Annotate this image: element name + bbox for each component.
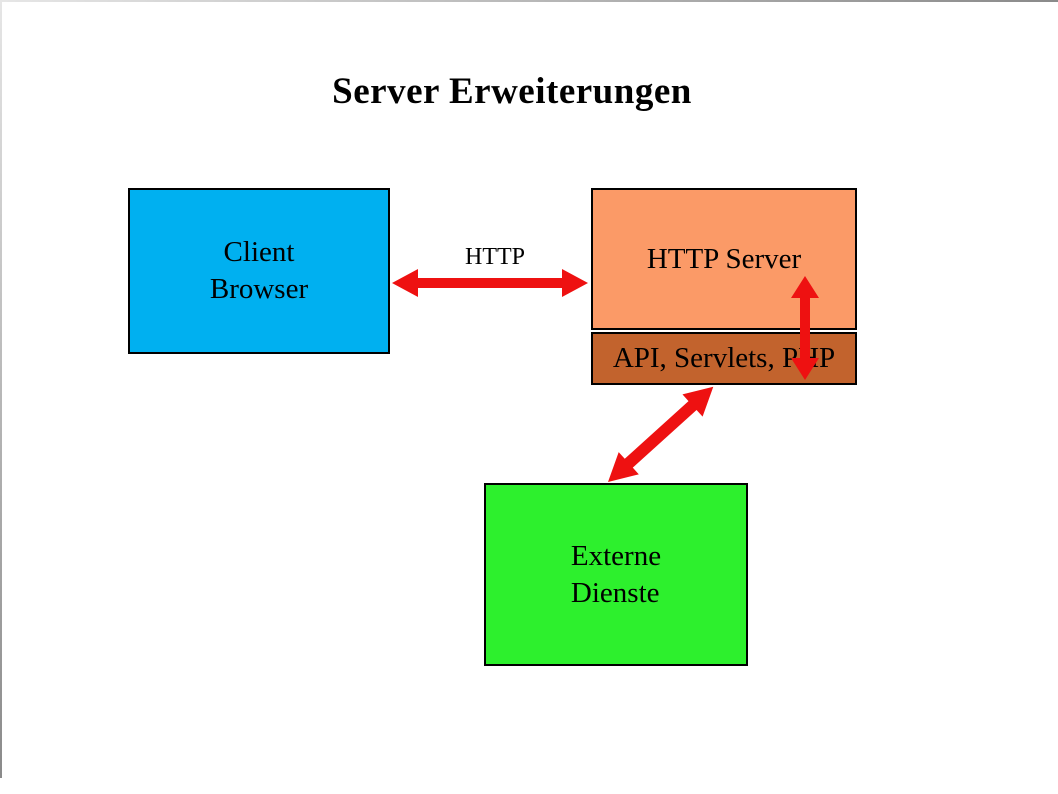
- client-server-arrow-shape: [392, 269, 588, 297]
- http-server-label: HTTP Server: [646, 242, 802, 275]
- client-browser-label-line1: Client: [223, 236, 295, 268]
- slide-top-edge: [0, 0, 1058, 2]
- api-external-arrow-shape: [608, 386, 714, 482]
- client-server-arrow: [392, 269, 588, 297]
- api-external-arrow: [608, 386, 714, 482]
- server-api-arrow-shape: [791, 276, 819, 380]
- slide-left-edge: [0, 0, 2, 778]
- externe-dienste-label: Externe Dienste: [571, 538, 661, 612]
- client-browser-label: Client Browser: [210, 234, 308, 308]
- externe-dienste-box: Externe Dienste: [484, 483, 748, 666]
- client-browser-box: Client Browser: [128, 188, 390, 354]
- http-server-box: HTTP Server: [591, 188, 857, 330]
- externe-dienste-label-line2: Dienste: [570, 576, 660, 609]
- client-browser-label-line2: Browser: [209, 273, 309, 305]
- http-protocol-label: HTTP: [465, 244, 525, 270]
- externe-dienste-label-line1: Externe: [570, 539, 662, 572]
- diagram-title: Server Erweiterungen: [332, 70, 692, 112]
- server-api-arrow: [791, 276, 819, 380]
